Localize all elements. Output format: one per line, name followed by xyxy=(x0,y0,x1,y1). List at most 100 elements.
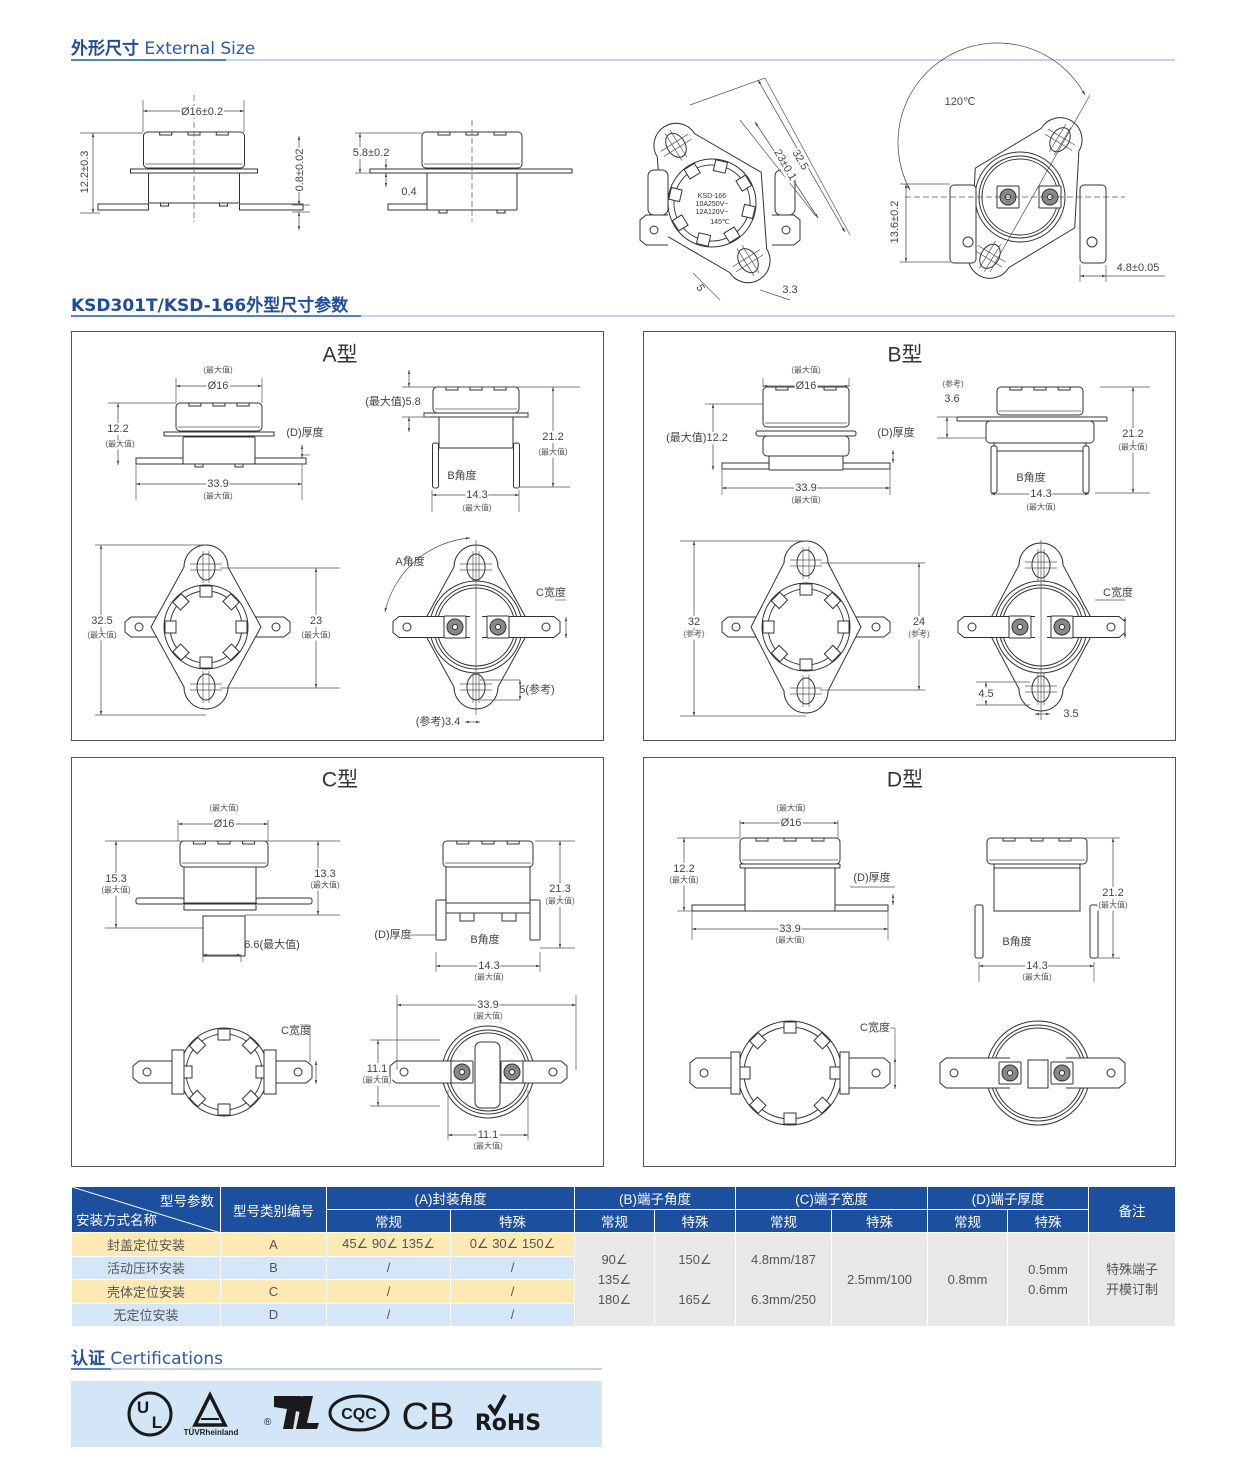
b-normal-value: 90∠ xyxy=(601,1251,628,1267)
top-view-rotated xyxy=(653,122,771,284)
dimension-label: KSD-166 xyxy=(697,193,727,201)
section-title-certifications: 认证 Certifications xyxy=(71,1344,223,1369)
dimension-label: (最大值) xyxy=(1021,972,1053,983)
b-normal-value: 135∠ xyxy=(597,1271,632,1287)
a-normal: / xyxy=(326,1255,451,1280)
mount-name: 壳体定位安装 xyxy=(71,1279,221,1304)
dimension-label: B角度 xyxy=(1002,935,1032,948)
panel-type-d xyxy=(643,757,1176,1167)
angled-body xyxy=(897,42,1165,282)
panel-type-c xyxy=(71,757,604,1167)
cqc-logo: CQC xyxy=(328,1394,390,1432)
side-view-front xyxy=(80,95,310,230)
remark-header: 备注 xyxy=(1088,1186,1176,1233)
dimension-label: (最大值) xyxy=(537,447,569,458)
table-row: 无定位安装 D / / xyxy=(71,1302,1176,1327)
sub-header-special: 特殊 xyxy=(654,1209,736,1233)
c-normal-value: 6.3mm/250 xyxy=(750,1291,817,1307)
sub-header-normal: 常规 xyxy=(735,1209,832,1233)
dimension-label: Ø16 xyxy=(206,379,230,393)
dimension-label: (最大值) xyxy=(774,935,806,946)
dimension-label: (最大值) xyxy=(86,630,118,641)
dimension-label: 23 xyxy=(308,614,324,628)
type-c-profile-view xyxy=(410,840,575,972)
dimension-label: 11.1 xyxy=(365,1062,389,1076)
dimension-label: (最大值) xyxy=(309,880,341,891)
type-a-bottom-view xyxy=(384,537,568,724)
dimension-label: 21.2 xyxy=(541,430,565,444)
c-special-cell: 2.5mm/100 xyxy=(831,1232,928,1327)
svg-text:TÜVRheinland: TÜVRheinland xyxy=(184,1428,239,1437)
dimension-label: C宽度 xyxy=(860,1021,890,1034)
a-special: / xyxy=(450,1255,575,1280)
corner-header: 型号参数 安装方式名称 xyxy=(71,1186,221,1233)
dimension-label: 21.2 xyxy=(1101,886,1125,900)
type-d-profile-view xyxy=(974,837,1120,982)
type-a-profile-view xyxy=(402,370,580,512)
group-header-a: (A)封装角度 xyxy=(326,1186,575,1210)
table-row: 壳体定位安装 C / / xyxy=(71,1279,1176,1304)
dimension-label: 33.9 xyxy=(778,922,802,936)
dimension-label: Ø16±0.2 xyxy=(179,105,225,119)
svg-text:®: ® xyxy=(264,1417,272,1428)
mount-name: 封盖定位安装 xyxy=(71,1232,221,1257)
dimension-label: (最大值) xyxy=(775,803,807,814)
panel-title: C型 xyxy=(321,768,359,792)
dimension-label: (最大值) xyxy=(104,439,136,450)
section-title-cn: 外形尺寸 xyxy=(71,39,139,59)
d-special-value: 0.6mm xyxy=(1028,1281,1068,1297)
dimension-label: (D)厚度 xyxy=(286,426,324,439)
c-normal-value: 4.8mm/187 xyxy=(750,1251,817,1267)
a-normal: / xyxy=(326,1279,451,1304)
remark-cell: 特殊端子开模订制 xyxy=(1088,1232,1176,1327)
dimension-label: 14.3 xyxy=(465,488,489,502)
panel-title: D型 xyxy=(886,768,924,792)
dimension-label: 12.2 xyxy=(106,422,130,436)
dimension-label: (参考) xyxy=(907,629,931,640)
dimension-label: (最大值)5.8 xyxy=(364,395,422,409)
dimension-label: 145℃ xyxy=(710,219,730,227)
section-title-dimensions: KSD301T/KSD-166外型尺寸参数 xyxy=(71,291,348,316)
type-c-top-view xyxy=(132,1024,318,1117)
dimension-label: (参考) xyxy=(941,379,965,390)
dimension-label: Ø16 xyxy=(794,379,818,393)
dimension-label: C宽度 xyxy=(1103,586,1133,599)
side-view-flange xyxy=(355,120,573,222)
dimension-label: (最大值) xyxy=(1025,502,1057,513)
dimension-label: (最大值) xyxy=(1097,900,1129,911)
dimension-label: (最大值) xyxy=(202,491,234,502)
group-header-c: (C)端子宽度 xyxy=(735,1186,928,1210)
dimension-label: (最大值) xyxy=(668,875,700,886)
sub-header-special: 特殊 xyxy=(450,1209,575,1233)
ur-logo: ® xyxy=(264,1396,319,1429)
panel-type-b xyxy=(643,331,1176,741)
dimension-label: 33.9 xyxy=(206,477,230,491)
type-b-bottom-view xyxy=(957,540,1127,720)
panel-title: B型 xyxy=(887,343,923,367)
type-code: A xyxy=(220,1232,327,1257)
dimension-label: (最大值) xyxy=(790,365,822,376)
section-title-cn: 认证 xyxy=(71,1349,105,1369)
dimension-label: (最大值) xyxy=(361,1075,393,1086)
dimension-label: 13.3 xyxy=(313,867,337,881)
ul-logo: U L xyxy=(127,1391,173,1437)
dimension-label: 12.2 xyxy=(672,862,696,876)
svg-text:L: L xyxy=(152,1413,162,1432)
type-c-bottom-view xyxy=(370,995,577,1140)
dimension-label: B角度 xyxy=(447,469,477,482)
section-divider xyxy=(71,1368,602,1370)
sub-header-special: 特殊 xyxy=(1007,1209,1089,1233)
b-special-cell: 150∠ 165∠ xyxy=(654,1232,736,1327)
section-title-en: Certifications xyxy=(110,1349,224,1369)
sub-header-normal: 常规 xyxy=(326,1209,451,1233)
type-d-top-view xyxy=(689,1020,897,1126)
dimension-label: 3.5 xyxy=(1063,707,1079,720)
type-d-front-view xyxy=(677,820,895,940)
dimension-label: 0.4 xyxy=(401,185,417,198)
type-b-front-view xyxy=(705,378,895,495)
panel-title: A型 xyxy=(322,343,358,367)
dimension-label: (最大值)12.2 xyxy=(665,431,729,445)
dimension-label: (最大值) xyxy=(208,803,240,814)
a-special: 0∠ 30∠ 150∠ xyxy=(450,1232,575,1257)
